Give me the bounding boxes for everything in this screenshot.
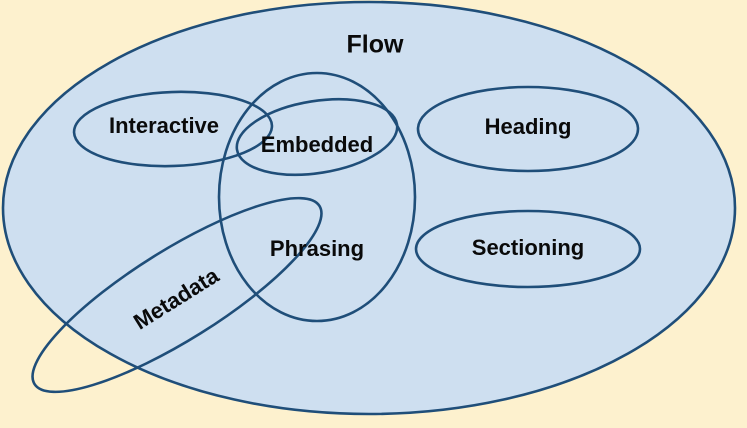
set-label-phrasing: Phrasing bbox=[270, 236, 364, 261]
set-ellipse-flow[interactable] bbox=[1, 0, 737, 416]
set-ellipse-embedded[interactable] bbox=[231, 89, 402, 185]
set-ellipse-phrasing[interactable] bbox=[217, 71, 417, 323]
set-label-flow: Flow bbox=[347, 31, 404, 59]
set-ellipse-heading[interactable] bbox=[416, 85, 640, 173]
set-ellipse-interactive[interactable] bbox=[72, 89, 274, 170]
set-ellipse-metadata[interactable] bbox=[11, 168, 344, 422]
set-label-sectioning: Sectioning bbox=[472, 235, 584, 260]
set-ellipse-sectioning[interactable] bbox=[414, 209, 642, 289]
set-label-interactive: Interactive bbox=[109, 113, 219, 138]
set-label-heading: Heading bbox=[485, 114, 572, 139]
set-label-embedded: Embedded bbox=[261, 132, 373, 157]
